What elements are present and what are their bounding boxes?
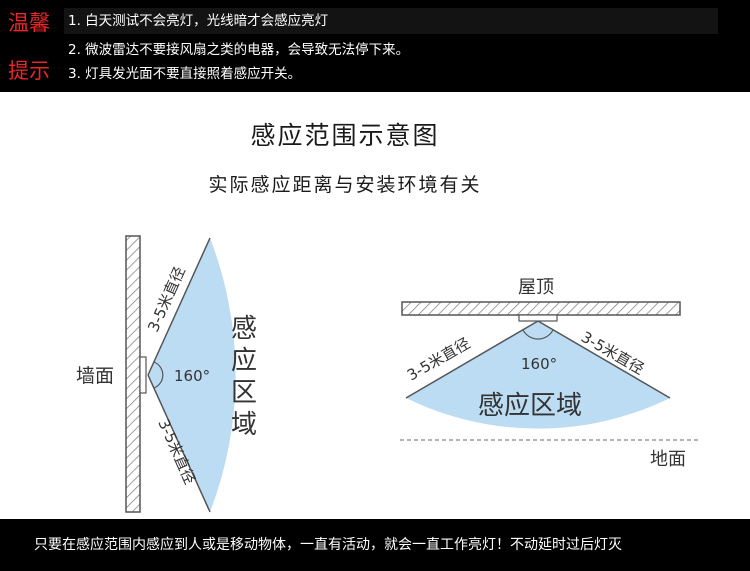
- wall-zone-char-2: 应: [231, 346, 257, 376]
- ceiling-range-line-right: [537, 320, 671, 399]
- ceiling-angle-label: 160°: [521, 355, 557, 373]
- tip-highlight-strip: [64, 8, 718, 34]
- wall-sensor: [139, 356, 147, 394]
- tip-line-3: 3. 灯具发光面不要直接照着感应开关。: [68, 66, 302, 82]
- bottom-note: 只要在感应范围内感应到人或是移动物体，一直有活动，就会一直工作亮灯！不动延时过后…: [34, 537, 622, 553]
- ceiling-sensor: [518, 314, 558, 322]
- tip-line-2: 2. 微波雷达不要接风扇之类的电器，会导致无法停下来。: [68, 42, 410, 58]
- wall-range-line-upper: [147, 237, 211, 376]
- top-banner: 温馨 提示 1. 白天测试不会亮灯，光线暗才会感应亮灯 2. 微波雷达不要接风扇…: [0, 0, 750, 92]
- wall-zone-char-4: 域: [231, 410, 257, 440]
- banner-label-bottom: 提示: [8, 59, 50, 83]
- page-subtitle: 实际感应距离与安装环境有关: [208, 174, 482, 196]
- ceiling-surface: [401, 301, 681, 316]
- wall-range-line-lower: [147, 374, 211, 513]
- wall-sensing-zone: [148, 238, 236, 512]
- tip-line-1: 1. 白天测试不会亮灯，光线暗才会感应亮灯: [68, 13, 329, 29]
- wall-zone-char-1: 感: [231, 314, 257, 344]
- ground-label: 地面: [650, 449, 686, 470]
- roof-label: 屋顶: [518, 277, 554, 298]
- ceiling-range-line-left: [405, 320, 539, 399]
- ceiling-angle-arc: [522, 329, 554, 340]
- wall-angle-arc: [153, 361, 164, 389]
- bottom-banner: 只要在感应范围内感应到人或是移动物体，一直有活动，就会一直工作亮灯！不动延时过后…: [0, 519, 750, 571]
- banner-label-top: 温馨: [8, 11, 50, 35]
- wall-angle-label: 160°: [174, 367, 210, 385]
- page-title: 感应范围示意图: [250, 121, 440, 150]
- wall-mount-diagram: 160° 墙面 3-5米直径 3-5米直径 感 应 区 域: [76, 235, 257, 513]
- wall-surface: [125, 235, 141, 513]
- ceiling-sensing-zone: [406, 321, 670, 429]
- wall-label: 墙面: [76, 365, 114, 387]
- wall-zone-char-3: 区: [231, 378, 257, 408]
- ceiling-zone-label: 感应区域: [478, 391, 582, 421]
- ceiling-mount-diagram: 160° 屋顶 3-5米直径 3-5米直径 感应区域 地面: [400, 277, 698, 470]
